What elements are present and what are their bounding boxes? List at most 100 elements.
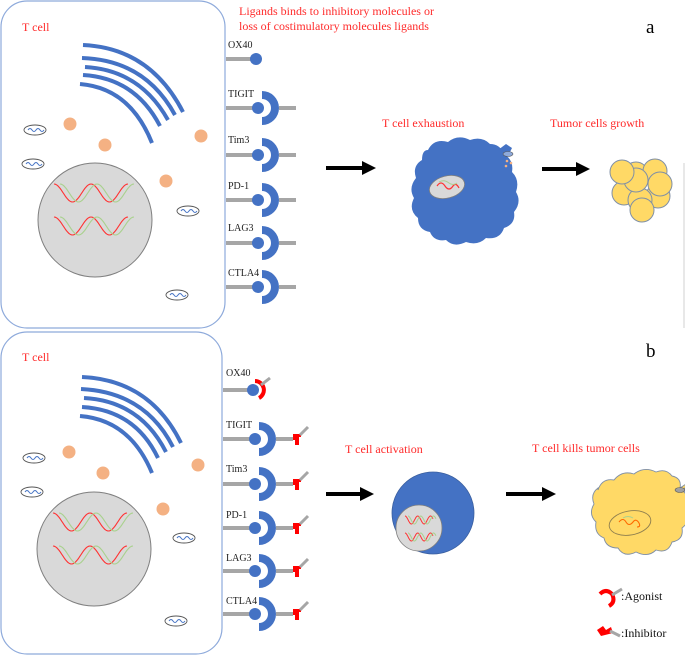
ligand-crescent [259,422,276,456]
receptor-ox40 [226,53,262,65]
receptor-head [249,565,261,577]
granule [191,458,205,472]
mitochondria-b [20,452,196,627]
endoplasmic-reticulum-icon [79,43,185,144]
ligand-title-line1: Ligands binds to inhibitory molecules or [239,4,434,18]
mitochondrion-icon [172,532,196,544]
inhibitor-antibody-icon [293,470,310,490]
step-label-activation: T cell activation [345,442,423,456]
receptor-label-ox40-a: OX40 [228,40,253,51]
tumor-cell [609,159,635,185]
receptor-ligand-pair [223,554,310,588]
receptor-ligand-pair [223,597,310,631]
receptor-head [247,384,259,396]
inhibitor-antibody-icon [293,600,310,620]
receptor-ligand-pair [226,270,296,304]
tumor-cell [647,171,673,197]
receptor-ligand-pair [223,422,310,456]
agonist-antibody-icon [254,376,271,400]
inhibitor-antibody-icon [293,425,310,445]
receptor-head [249,522,261,534]
legend-inhibitor-icon [597,626,621,638]
receptor-label-tim3-b: Tim3 [226,464,248,475]
nucleus [36,491,152,607]
mitochondrion-icon [165,289,189,301]
step-label-kills-tumor: T cell kills tumor cells [532,441,640,455]
ligand-crescent [262,91,279,125]
receptor-head [252,194,264,206]
ligand-title-line2: loss of costimulatory molecules ligands [239,19,429,33]
tumor-cell [629,197,655,223]
panel-a [0,0,685,329]
receptor-head [250,53,262,65]
activated-t-cell-icon [391,471,475,555]
panel-letter-b: b [646,341,656,362]
arrow-a1 [326,161,376,175]
dna-strand-icon [58,545,134,565]
step-label-exhaustion: T cell exhaustion [382,116,465,130]
dying-tumor-cell-icon [591,469,685,555]
ligand-crescent [262,138,279,172]
dna-strand-icon [52,545,128,565]
dna-strand-icon [53,216,129,236]
receptor-label-tigit-b: TIGIT [226,420,253,431]
arrow-b2 [506,487,556,501]
mitochondria-a [21,124,200,301]
granule [98,138,112,152]
receptor-label-lag3-b: LAG3 [226,553,252,564]
receptor-ligand-pair [223,511,310,545]
mitochondrion-icon [164,615,188,627]
granules-a [63,117,208,188]
receptor-label-ox40-b: OX40 [226,368,251,379]
mitochondrion-icon [21,158,45,170]
receptor-head [252,237,264,249]
granule [156,502,170,516]
receptor-label-tim3-a: Tim3 [228,135,250,146]
receptor-label-ctla4-a: CTLA4 [228,268,260,279]
granule [96,466,110,480]
dna-strand-icon [59,183,135,203]
receptor-head [252,149,264,161]
ligand-crescent [262,183,279,217]
receptor-column-b [223,376,310,631]
nucleus [37,162,153,278]
nucleus-a [37,162,153,278]
granule [63,117,77,131]
receptor-head [249,608,261,620]
receptor-ligand-pair [226,226,296,260]
ligand-crescent [259,511,276,545]
receptor-head [252,281,264,293]
legend-inhibitor-label: :Inhibitor [621,626,667,640]
dna-strand-icon [52,512,128,532]
legend-agonist-label: :Agonist [621,589,663,603]
dna-strand-icon [58,512,134,532]
nucleus-b [36,491,152,607]
ligand-crescent [259,554,276,588]
t-cell-label-b: T cell [22,350,50,364]
mitochondrion-icon [176,205,200,217]
exhausted-t-cell-icon [411,137,519,245]
panel-letter-a: a [646,17,655,38]
ligand-crescent [262,270,279,304]
inhibitor-antibody-icon [293,514,310,534]
granule [194,129,208,143]
receptor-ligand-pair [226,138,296,172]
arrow-b1 [326,487,374,501]
receptor-head [249,433,261,445]
inhibitor-antibody-icon [293,557,310,577]
receptor-label-lag3-a: LAG3 [228,223,254,234]
receptor-ligand-pair [223,467,310,501]
receptor-column-a [226,53,296,304]
receptor-ox40 [223,376,271,400]
receptor-head [252,102,264,114]
dna-strand-icon [59,216,135,236]
step-label-tumor-growth: Tumor cells growth [550,116,645,130]
t-cell-label-a: T cell [22,20,50,34]
receptor-label-tigit-a: TIGIT [228,89,255,100]
receptor-head [249,478,261,490]
mitochondrion-icon [22,452,46,464]
receptor-ligand-pair [226,183,296,217]
dna-strand-icon [53,183,129,203]
receptor-ligand-pair [226,91,296,125]
